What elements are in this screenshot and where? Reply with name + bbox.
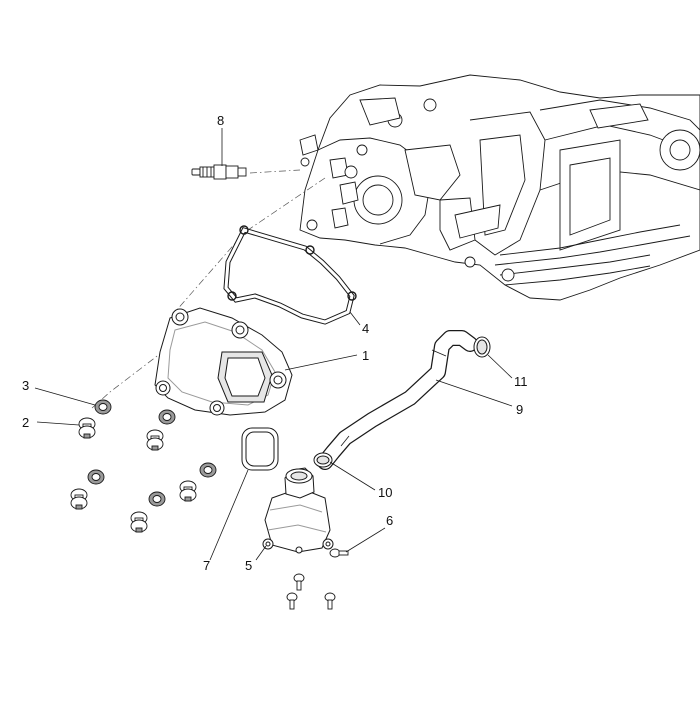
- flange-bolts: [70, 417, 197, 533]
- breather-valve: [262, 467, 334, 554]
- bolt: [146, 429, 164, 451]
- callout-5: 5: [245, 558, 252, 573]
- leader-5: [255, 545, 267, 561]
- callout-3: 3: [22, 378, 29, 393]
- callout-2: 2: [22, 415, 29, 430]
- small-screws: [286, 548, 349, 610]
- screw: [329, 548, 349, 558]
- screw: [293, 573, 305, 591]
- hose-clamp-10: [313, 452, 333, 468]
- callout-9: 9: [516, 402, 523, 417]
- bolt: [130, 511, 148, 533]
- callout-8: 8: [217, 113, 224, 128]
- leader-2: [36, 421, 80, 426]
- leader-10: [329, 461, 376, 491]
- leader-9: [435, 379, 513, 407]
- callout-4: 4: [362, 321, 369, 336]
- hose-clamp-11: [473, 336, 491, 358]
- valve-cover-gasket: [223, 225, 357, 325]
- valve-cover: [154, 307, 293, 416]
- sealing-washers: [87, 399, 217, 507]
- engine-block: [299, 74, 700, 301]
- leader-11: [487, 354, 513, 379]
- o-ring-seal: [241, 427, 279, 471]
- breather-hose: [317, 330, 478, 470]
- leader-6: [345, 527, 386, 553]
- assembly-lines: [91, 169, 326, 409]
- leader-1: [284, 354, 358, 371]
- bolt: [70, 488, 88, 510]
- spark-plug: [191, 164, 247, 180]
- screw: [324, 592, 336, 610]
- bolt: [179, 480, 197, 502]
- callout-11: 11: [514, 374, 528, 389]
- leader-lines: [34, 128, 513, 561]
- leader-4: [349, 311, 361, 326]
- bolt: [78, 417, 96, 439]
- screw: [286, 592, 298, 610]
- callout-1: 1: [362, 348, 369, 363]
- callout-6: 6: [386, 513, 393, 528]
- callout-7: 7: [203, 558, 210, 573]
- callout-10: 10: [378, 485, 392, 500]
- callout-numbers: 8 4 1 11 9 3 2 10 6 7 5: [22, 113, 528, 573]
- leader-3: [34, 387, 96, 406]
- leader-7: [209, 469, 249, 561]
